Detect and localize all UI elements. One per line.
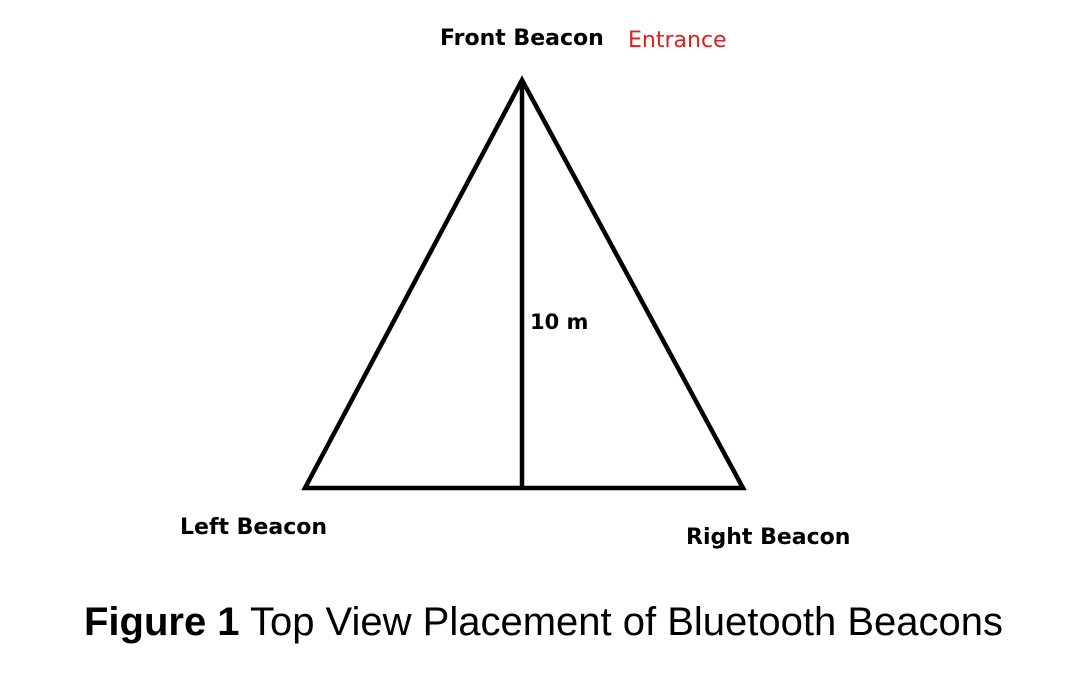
left-beacon-label: Left Beacon	[180, 515, 328, 540]
height-dimension-label: 10 m	[530, 310, 589, 334]
front-beacon-label: Front Beacon	[440, 26, 604, 51]
right-beacon-label: Right Beacon	[686, 525, 851, 550]
entrance-label: Entrance	[628, 28, 727, 53]
figure-title: Top View Placement of Bluetooth Beacons	[249, 600, 1004, 644]
figure-caption: Figure 1 Top View Placement of Bluetooth…	[0, 600, 1087, 645]
figure-number: Figure 1	[83, 600, 240, 644]
